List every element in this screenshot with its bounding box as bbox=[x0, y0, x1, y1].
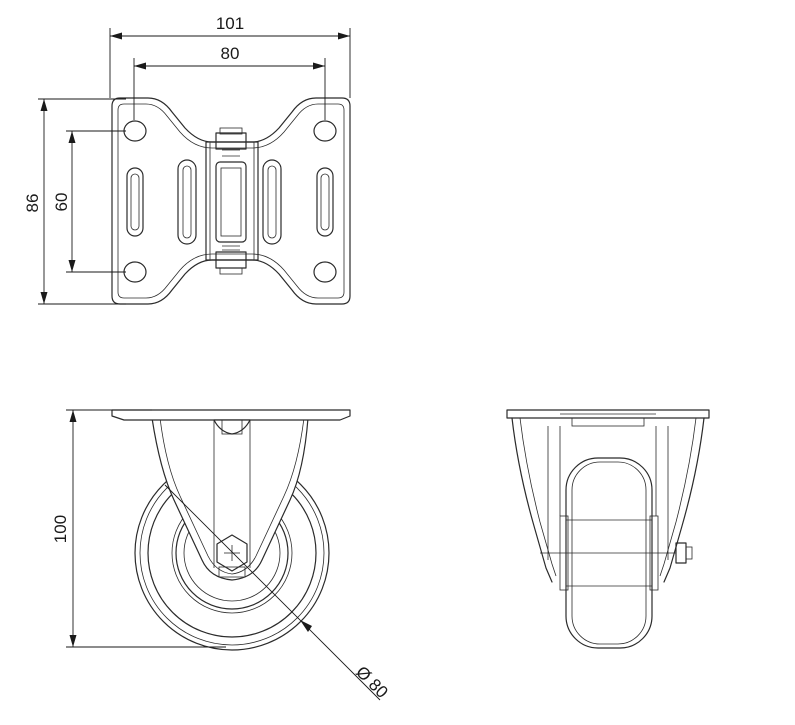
dimension-label-60: 60 bbox=[52, 193, 71, 212]
dimension-label-101: 101 bbox=[216, 14, 244, 33]
wheel-top bbox=[215, 161, 247, 243]
mounting-hole bbox=[123, 120, 147, 142]
front-view bbox=[111, 409, 351, 651]
side-axle-nut bbox=[675, 542, 687, 564]
plate-slot bbox=[126, 167, 144, 237]
fork-leg-left bbox=[511, 417, 553, 583]
dimension-plate-height: 86 bbox=[23, 98, 126, 305]
mounting-hole bbox=[313, 120, 337, 142]
front-plate bbox=[111, 409, 351, 421]
plate-slot bbox=[316, 167, 334, 237]
side-view bbox=[506, 409, 710, 649]
top-view bbox=[111, 97, 351, 305]
mounting-hole bbox=[123, 261, 147, 283]
dimension-hole-spacing-y: 60 bbox=[52, 130, 126, 273]
dimension-total-height: 100 bbox=[51, 409, 226, 648]
dimension-label-100: 100 bbox=[51, 515, 70, 543]
dimension-label-80: 80 bbox=[221, 44, 240, 63]
plate-slot bbox=[262, 159, 282, 245]
dimension-hole-spacing-x: 80 bbox=[133, 44, 326, 120]
dimension-label-diameter: Ø 80 bbox=[352, 662, 391, 701]
fork-body bbox=[151, 417, 309, 581]
fork-leg-right bbox=[663, 417, 705, 583]
mounting-hole bbox=[313, 261, 337, 283]
plate-slot bbox=[177, 159, 197, 245]
dimension-label-86: 86 bbox=[23, 194, 42, 213]
dimension-plate-width: 101 bbox=[109, 14, 351, 98]
